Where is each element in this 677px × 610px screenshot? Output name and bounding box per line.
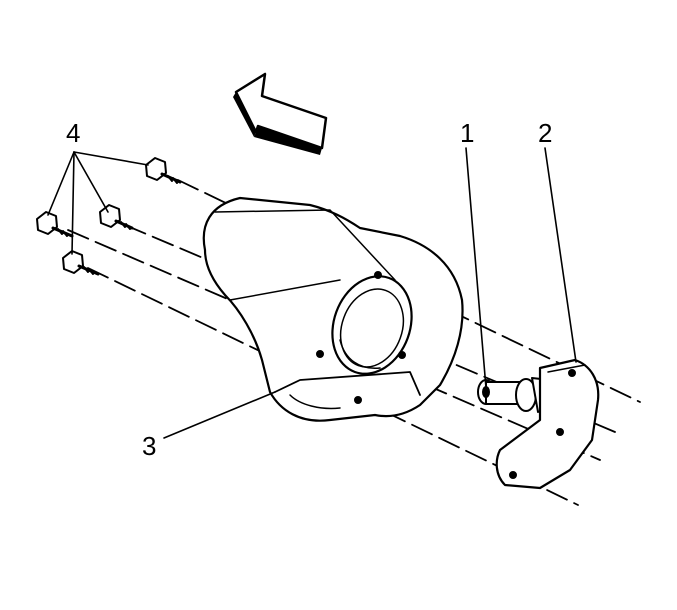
bolt-4 [62,250,100,276]
bolt-1 [145,157,182,184]
direction-arrow [233,72,328,155]
bolt-2 [99,204,134,230]
housing-casting [202,196,464,422]
callout-2: 2 [538,118,553,148]
leader-lines [47,147,577,439]
callout-4: 4 [66,118,81,148]
bolt-3 [36,211,74,238]
callout-3: 3 [142,431,157,461]
mounting-plate [495,358,600,490]
callout-1: 1 [460,118,475,148]
